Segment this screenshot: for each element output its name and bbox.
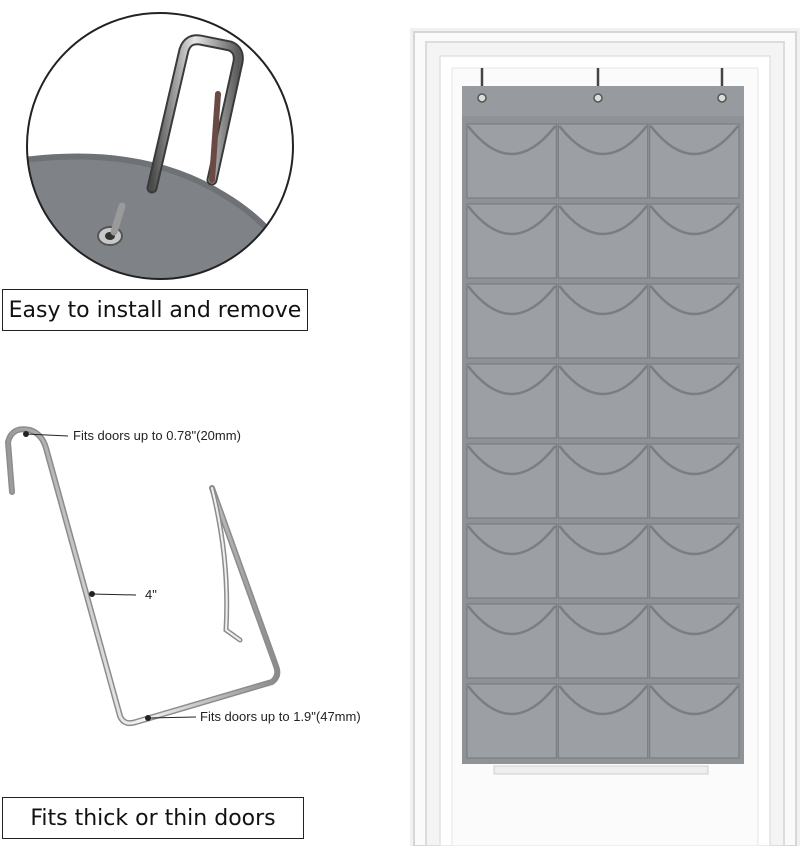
pocket-scallop xyxy=(649,205,739,236)
pocket-scallop xyxy=(649,685,739,716)
pocket-scallop xyxy=(558,365,648,396)
organizer-pocket xyxy=(649,203,740,279)
pocket-scallop xyxy=(558,445,648,476)
pocket-scallop xyxy=(467,125,557,156)
organizer-pocket xyxy=(466,123,557,199)
hook-icon xyxy=(146,34,244,194)
organizer-pocket xyxy=(557,123,649,199)
door-organizer-image xyxy=(410,28,800,846)
hook-closeup-image xyxy=(26,12,294,280)
organizer-pocket xyxy=(557,363,649,439)
organizer-pocket xyxy=(557,443,649,519)
hook-diagram xyxy=(5,426,281,727)
organizer-pocket xyxy=(649,603,740,679)
pocket-scallop xyxy=(467,445,557,476)
organizer-pocket xyxy=(466,283,557,359)
install-caption: Easy to install and remove xyxy=(2,289,308,331)
pocket-scallop xyxy=(467,285,557,316)
organizer-pocket xyxy=(557,203,649,279)
organizer-pocket xyxy=(557,603,649,679)
organizer-pocket xyxy=(557,683,649,759)
pocket-scallop xyxy=(649,365,739,396)
pocket-scallop xyxy=(649,525,739,556)
organizer-pocket xyxy=(649,123,740,199)
organizer-pocket xyxy=(466,363,557,439)
install-caption-text: Easy to install and remove xyxy=(8,297,302,323)
organizer-pocket xyxy=(557,283,649,359)
thin-door-callout: Fits doors up to 0.78"(20mm) xyxy=(73,428,241,443)
doors-caption: Fits thick or thin doors xyxy=(2,797,304,839)
organizer-pocket xyxy=(557,523,649,599)
organizer-pocket xyxy=(649,443,740,519)
pocket-scallop xyxy=(467,365,557,396)
pocket-scallop xyxy=(649,285,739,316)
grommet-icon xyxy=(97,202,126,246)
pocket-scallop xyxy=(467,605,557,636)
organizer-pocket xyxy=(466,443,557,519)
pocket-scallop xyxy=(467,685,557,716)
pocket-scallop xyxy=(649,445,739,476)
pocket-scallop xyxy=(558,285,648,316)
pocket-scallop xyxy=(649,605,739,636)
organizer-pocket xyxy=(466,203,557,279)
pocket-scallop xyxy=(467,525,557,556)
thick-door-callout: Fits doors up to 1.9"(47mm) xyxy=(200,709,361,724)
organizer-pocket xyxy=(466,683,557,759)
organizer-pocket xyxy=(466,523,557,599)
hook-height-callout: 4" xyxy=(145,587,157,602)
pocket-scallop xyxy=(467,205,557,236)
organizer-pocket xyxy=(649,523,740,599)
pocket-scallop xyxy=(649,125,739,156)
pocket-scallop xyxy=(558,525,648,556)
pocket-scallop xyxy=(558,205,648,236)
pocket-scallop xyxy=(558,685,648,716)
organizer-pocket xyxy=(649,283,740,359)
pocket-scallop xyxy=(558,125,648,156)
organizer-pocket xyxy=(466,603,557,679)
shoe-organizer xyxy=(462,86,744,775)
organizer-pocket xyxy=(649,683,740,759)
organizer-pocket xyxy=(649,363,740,439)
doors-caption-text: Fits thick or thin doors xyxy=(30,805,276,831)
pocket-scallop xyxy=(558,605,648,636)
